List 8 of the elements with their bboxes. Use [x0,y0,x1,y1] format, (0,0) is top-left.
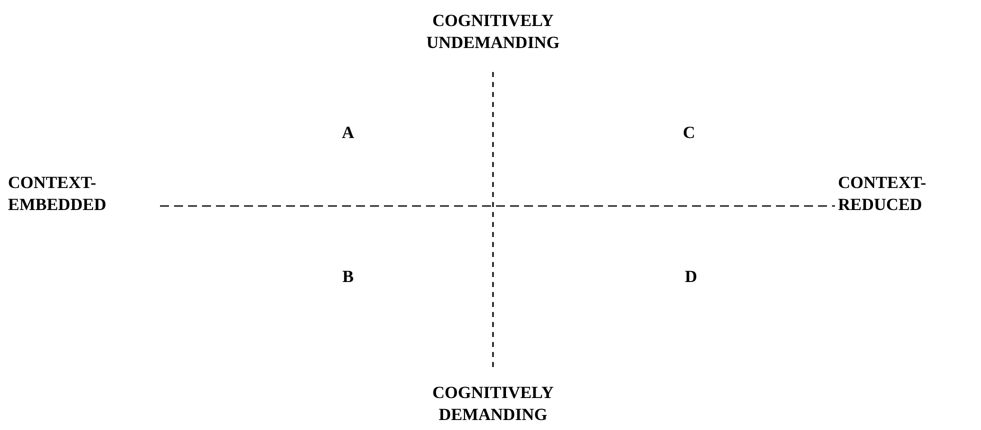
axis-label: CONTEXT-EMBEDDED [8,172,108,216]
axis-label: COGNITIVELY UNDEMANDING [425,10,561,54]
axis-label: CONTEXT-REDUCED [838,172,928,216]
quadrant-letter: B [341,266,355,288]
quadrant-letter: A [340,122,356,144]
axis-label: COGNITIVELY DEMANDING [431,382,555,426]
quadrant-letter: C [682,122,696,144]
quadrant-letter: D [684,266,698,288]
